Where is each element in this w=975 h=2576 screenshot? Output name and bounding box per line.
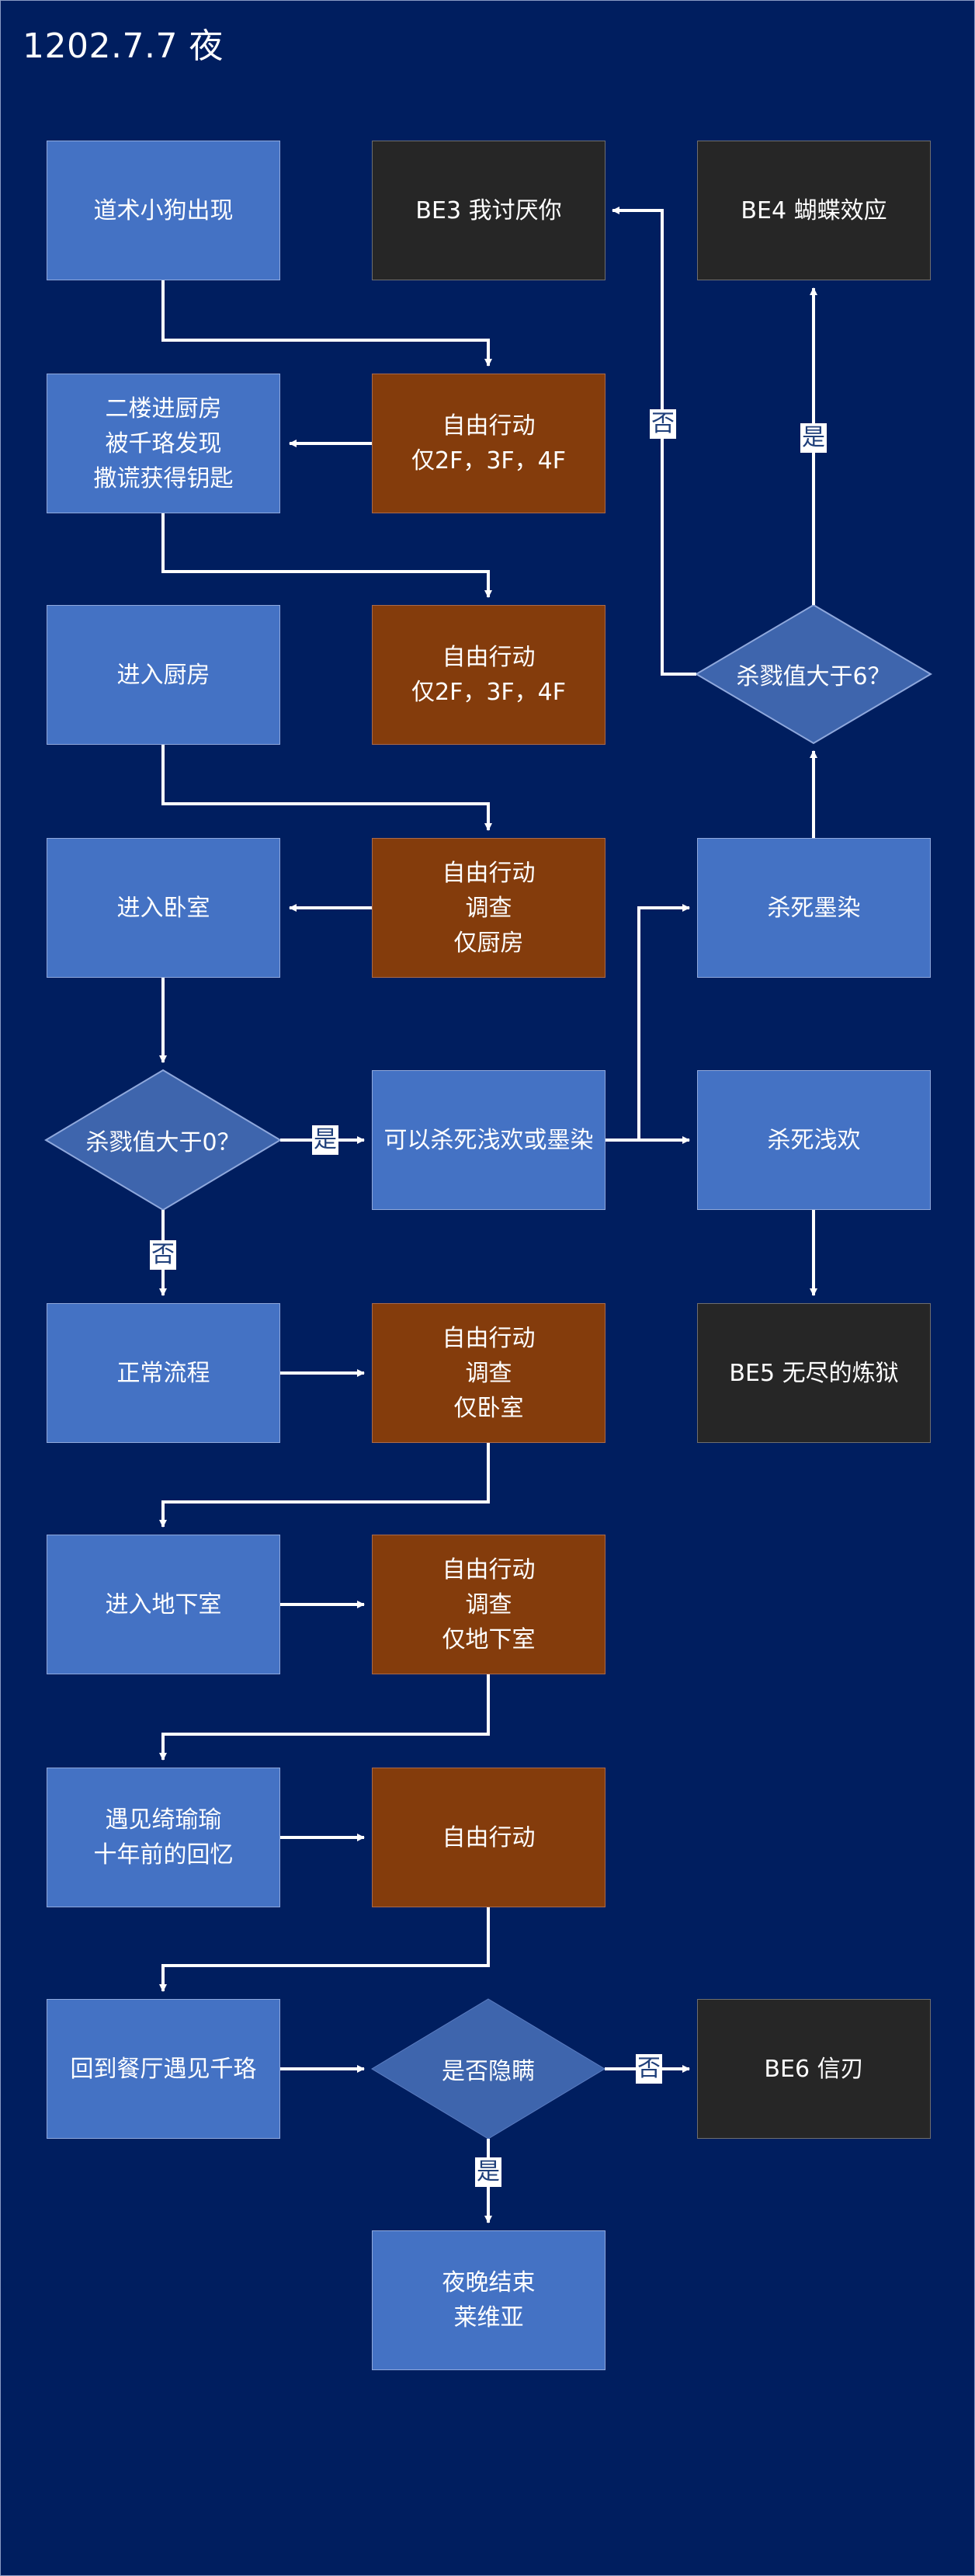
edge-label-conceal-yes: 是 bbox=[475, 2157, 501, 2187]
node-be5: BE5 无尽的炼狱 bbox=[697, 1303, 931, 1443]
node-free-action-4: 自由行动 调查 仅卧室 bbox=[372, 1303, 605, 1443]
edge-label-gt6-no: 否 bbox=[650, 409, 676, 439]
node-free-action-2: 自由行动 仅2F，3F，4F bbox=[372, 605, 605, 745]
edge-kitchenlie-to-free2 bbox=[161, 513, 492, 598]
node-free-action-5: 自由行动 调查 仅地下室 bbox=[372, 1535, 605, 1674]
decision-conceal-label: 是否隐瞒 bbox=[442, 2058, 535, 2085]
edge-free5-to-meet bbox=[159, 1674, 490, 1761]
decision-kill-gt6-label: 杀戮值大于6？ bbox=[736, 663, 891, 690]
node-normal-flow: 正常流程 bbox=[47, 1303, 280, 1443]
node-enter-kitchen: 进入厨房 bbox=[47, 605, 280, 745]
node-be4: BE4 蝴蝶效应 bbox=[697, 141, 931, 280]
node-meet-qiyuyu: 遇见绮瑜瑜 十年前的回忆 bbox=[47, 1768, 280, 1907]
node-kill-mo-ran: 杀死墨染 bbox=[697, 838, 931, 978]
decision-diamond-kill-gt6 bbox=[695, 603, 932, 745]
edge-gt6-no bbox=[612, 207, 696, 676]
node-free-action-1: 自由行动 仅2F，3F，4F bbox=[372, 374, 605, 513]
node-be6: BE6 信刃 bbox=[697, 1999, 931, 2139]
edge-label-gt0-no: 否 bbox=[150, 1240, 176, 1270]
edge-dog-to-free1 bbox=[161, 280, 492, 367]
node-free-action-6: 自由行动 bbox=[372, 1768, 605, 1907]
node-dog-appears: 道术小狗出现 bbox=[47, 141, 280, 280]
node-enter-bedroom: 进入卧室 bbox=[47, 838, 280, 978]
edge-label-gt6-yes: 是 bbox=[800, 423, 827, 453]
node-kill-qian-huan: 杀死浅欢 bbox=[697, 1070, 931, 1210]
decision-kill-gt0-label: 杀戮值大于0？ bbox=[85, 1129, 241, 1156]
node-be3: BE3 我讨厌你 bbox=[372, 141, 605, 280]
node-night-end: 夜晚结束 莱维亚 bbox=[372, 2230, 605, 2370]
node-enter-basement: 进入地下室 bbox=[47, 1535, 280, 1674]
edge-label-conceal-no: 否 bbox=[636, 2054, 662, 2084]
node-can-kill: 可以杀死浅欢或墨染 bbox=[372, 1070, 605, 1210]
edge-kitchen-to-free3 bbox=[161, 745, 492, 831]
edge-free4-to-basement bbox=[159, 1443, 490, 1528]
edge-label-gt0-yes: 是 bbox=[312, 1125, 338, 1155]
node-kitchen-lie: 二楼进厨房 被千珞发现 撒谎获得钥匙 bbox=[47, 374, 280, 513]
edge-cankill-to-moran bbox=[637, 904, 690, 1140]
edge-free6-to-dining bbox=[159, 1907, 490, 1992]
node-free-action-3: 自由行动 调查 仅厨房 bbox=[372, 838, 605, 978]
diagram-title: 1202.7.7 夜 bbox=[23, 26, 224, 66]
node-back-dining: 回到餐厅遇见千珞 bbox=[47, 1999, 280, 2139]
